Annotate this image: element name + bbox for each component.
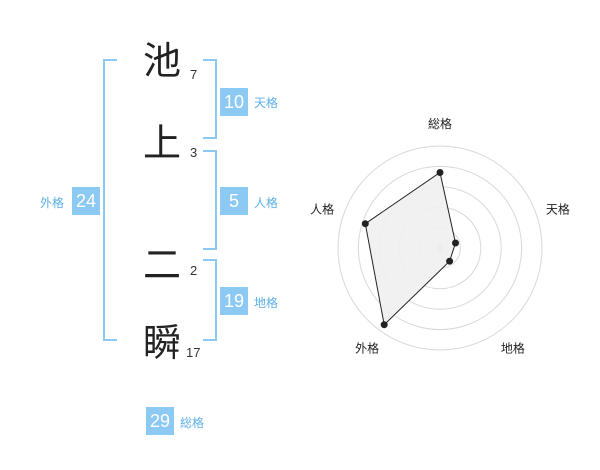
jinkaku-value: 5 — [220, 187, 248, 215]
gaikaku-value: 24 — [72, 187, 100, 215]
chikaku-bracket — [203, 259, 217, 341]
radar-point-2 — [452, 239, 459, 247]
radar-ring-5 — [337, 145, 543, 351]
gaikaku-bracket — [103, 59, 117, 341]
radar-axis-label-4: 外格 — [355, 340, 379, 355]
stroke-count-3: 2 — [190, 263, 198, 278]
tenkaku-bracket — [203, 59, 217, 139]
jinkaku-label: 人格 — [254, 196, 279, 210]
radar-point-5 — [361, 220, 369, 228]
radar-axis-label-3: 地格 — [501, 340, 525, 355]
radar-axis-label-1: 総格 — [428, 116, 452, 131]
chikaku-value: 19 — [220, 287, 248, 315]
radar-polygon — [364, 171, 457, 326]
stroke-count-4: 17 — [186, 345, 201, 360]
tenkaku-value: 10 — [220, 88, 248, 116]
radar-point-4 — [380, 321, 388, 329]
radar-point-3 — [446, 257, 454, 265]
radar-point-1 — [436, 169, 444, 176]
radar-axis-label-2: 天格 — [546, 202, 570, 217]
radar-ring-4 — [357, 165, 523, 331]
jinkaku-bracket — [203, 150, 217, 250]
tenkaku-label: 天格 — [254, 96, 279, 110]
stroke-count-1: 7 — [190, 67, 198, 82]
gaikaku-label: 外格 — [40, 196, 65, 210]
name-char-2: 上 — [142, 121, 181, 165]
radar-axis-label-5: 人格 — [310, 202, 334, 217]
name-char-4: 瞬 — [142, 321, 181, 365]
chikaku-label: 地格 — [254, 296, 279, 310]
soukaku-value: 29 — [146, 407, 174, 435]
name-char-1: 池 — [142, 39, 181, 83]
name-char-3: 二 — [142, 243, 181, 287]
soukaku-label: 総格 — [180, 416, 205, 430]
stroke-count-2: 3 — [190, 145, 198, 160]
